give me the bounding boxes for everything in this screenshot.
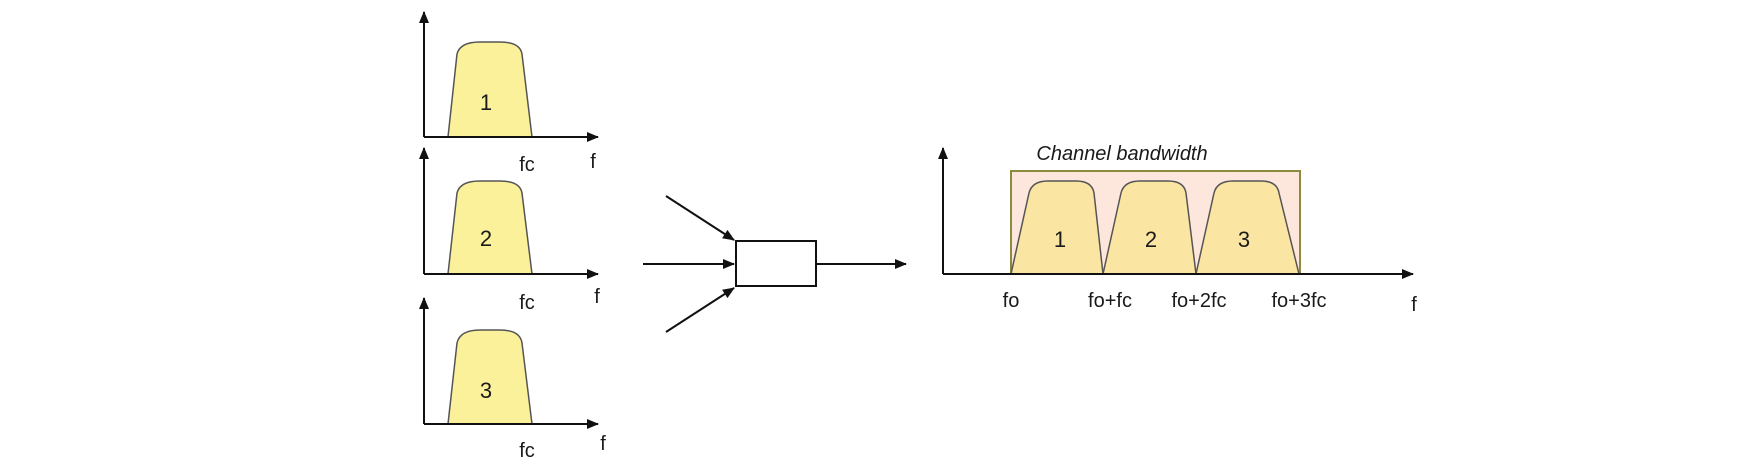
input-band-3 xyxy=(447,329,533,425)
fc-label-3: fc xyxy=(519,440,535,462)
band-label-2: 2 xyxy=(480,226,492,251)
fc-label-2: fc xyxy=(519,292,535,314)
output-band-1 xyxy=(1010,180,1104,275)
input-band-1 xyxy=(447,41,533,138)
tick-label-fo-plus-2fc: fo+2fc xyxy=(1171,290,1226,312)
band-label-1: 1 xyxy=(480,90,492,115)
tick-label-fo: fo xyxy=(1003,290,1020,312)
tick-label-fo-plus-fc: fo+fc xyxy=(1088,290,1132,312)
output-band-label-1: 1 xyxy=(1054,227,1066,252)
output-band-2 xyxy=(1102,180,1197,275)
f-label-2: f xyxy=(594,286,600,308)
f-label-1: f xyxy=(590,151,596,173)
input-spectrum-3: 3 fc f xyxy=(419,297,606,462)
input-spectrum-2: 2 fc f xyxy=(419,147,600,314)
output-band-label-2: 2 xyxy=(1145,227,1157,252)
output-band-3 xyxy=(1195,180,1300,275)
output-f-label: f xyxy=(1411,294,1417,316)
output-band-label-3: 3 xyxy=(1238,227,1250,252)
input-band-2 xyxy=(447,180,533,275)
channel-bandwidth-title: Channel bandwidth xyxy=(1036,143,1207,165)
input-spectrum-1: 1 fc f xyxy=(419,11,599,176)
fc-label-1: fc xyxy=(519,154,535,176)
band-label-3: 3 xyxy=(480,378,492,403)
f-label-3: f xyxy=(600,433,606,455)
multiplexer-box xyxy=(735,240,817,287)
multiplexer xyxy=(643,195,907,333)
tick-label-fo-plus-3fc: fo+3fc xyxy=(1271,290,1326,312)
input-arrow-bottom xyxy=(665,287,735,333)
output-spectrum: Channel bandwidth 1 2 3 fo fo+fc fo+2fc … xyxy=(938,143,1417,316)
input-arrow-top xyxy=(665,195,735,241)
